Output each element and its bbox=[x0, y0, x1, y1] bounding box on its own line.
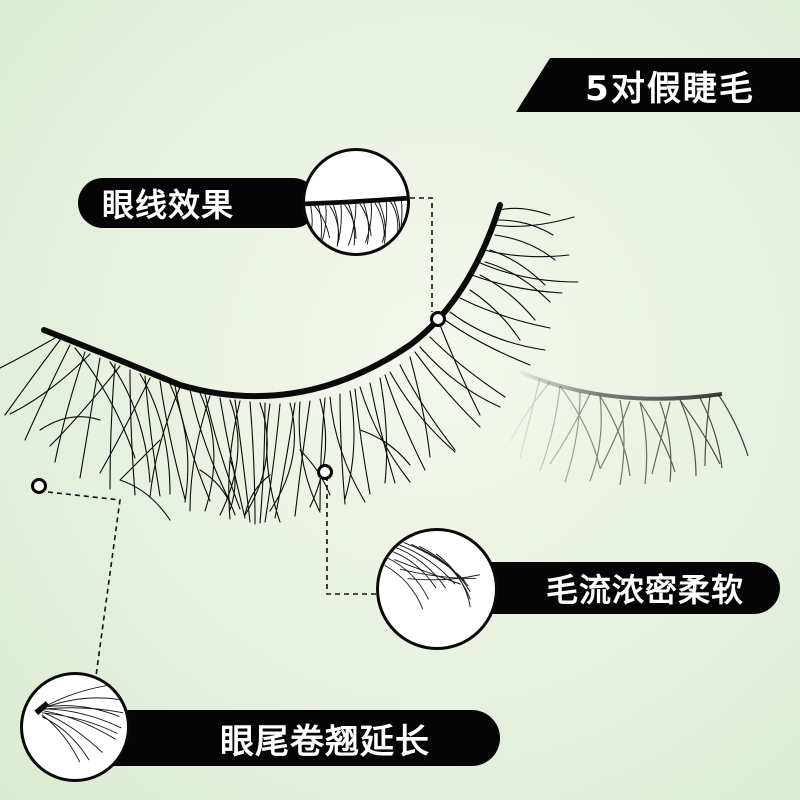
zoom-circle-soft bbox=[376, 528, 498, 650]
label-eyeliner-effect: 眼线效果 bbox=[78, 178, 318, 228]
tail-lash-detail-image bbox=[34, 683, 124, 763]
zoom-circle-eyeliner bbox=[302, 148, 410, 256]
anchor-dot-soft bbox=[317, 464, 333, 480]
zoom-circle-tail bbox=[20, 672, 130, 782]
soft-lash-detail-image bbox=[384, 541, 480, 610]
anchor-dot-eyeliner bbox=[430, 311, 446, 327]
anchor-dot-tail bbox=[31, 478, 47, 494]
background-lash bbox=[509, 370, 749, 486]
eyeliner-detail-image bbox=[305, 195, 407, 248]
page-title: 5对假睫毛 bbox=[516, 58, 800, 112]
label-tail-curl: 眼尾卷翘延长 bbox=[70, 710, 500, 766]
main-lash bbox=[0, 202, 579, 525]
